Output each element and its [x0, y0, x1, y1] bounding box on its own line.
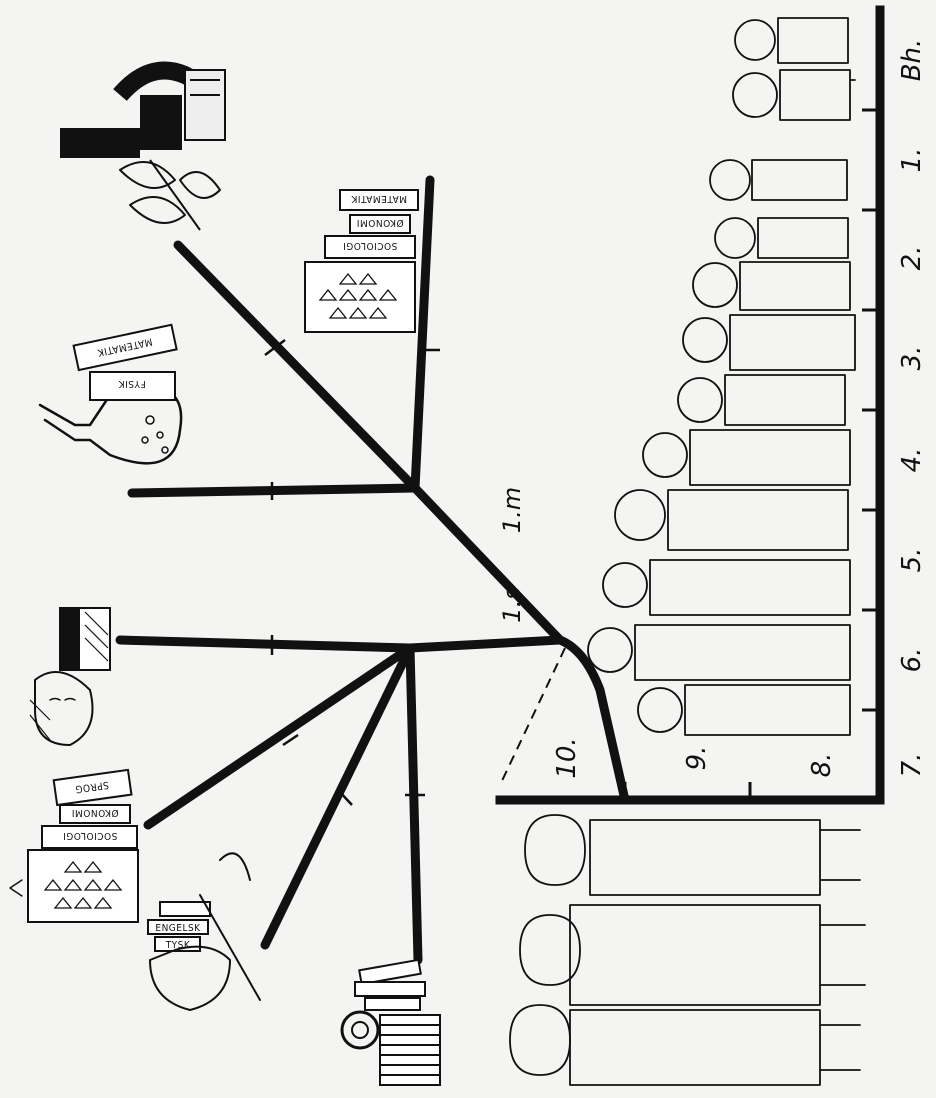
student-figure	[509, 1004, 861, 1086]
branch-label-hf: 1.m	[498, 487, 526, 533]
trunk-line	[555, 635, 630, 805]
book-sociologi-top	[324, 235, 416, 259]
book-label-sociologi-top: SOCIOLOGI	[343, 240, 398, 251]
social-branch-line	[410, 175, 435, 493]
grade-label-1: 1.	[897, 148, 927, 173]
book-matematik-top	[339, 189, 419, 211]
book-matematik-lab	[72, 323, 178, 372]
hf-branch-line	[410, 483, 565, 645]
student-figure	[519, 904, 866, 1006]
branch-tree	[115, 175, 630, 965]
book-label-engelsk: ENGELSK	[155, 923, 201, 934]
student-branch-line	[260, 643, 415, 950]
book-sociologi-mid	[41, 825, 138, 849]
reading-girl-icon	[29, 607, 111, 746]
grade-label-4: 4.	[897, 448, 927, 473]
grade-label-9: 9.	[682, 746, 712, 771]
grade-label-2: 2.	[897, 246, 927, 271]
grade-label-5: 5.	[897, 548, 927, 573]
diagram-chart-icon-2	[27, 849, 139, 923]
child-figure	[677, 374, 846, 426]
child-figure	[714, 217, 849, 259]
book-label-tysk: TYSK	[165, 940, 191, 951]
book-okonomi-mid	[59, 804, 131, 824]
language-branch-line	[143, 643, 415, 830]
child-figure	[602, 559, 851, 616]
reading-branch-line	[115, 635, 415, 653]
microscope-icon	[60, 61, 226, 231]
grade-label-8: 8.	[807, 753, 837, 778]
children-illustrations	[587, 17, 856, 736]
book-label-matematik-top: MATEMATIK	[350, 193, 407, 204]
child-figure	[642, 429, 851, 486]
child-figure	[734, 17, 849, 64]
student-books-icon: ENGELSK TYSK	[147, 852, 261, 1011]
book-sprog	[52, 768, 133, 807]
book-fysik	[89, 371, 176, 401]
upper-branch-line	[405, 635, 565, 653]
child-figure	[709, 159, 848, 201]
grade-label-3: 3.	[897, 346, 927, 371]
book-label-okonomi-top: ØKONOMI	[356, 217, 403, 229]
child-figure	[682, 314, 856, 371]
diagram-chart-icon	[304, 261, 416, 333]
main-axis	[495, 5, 885, 805]
branch-ticks	[264, 339, 440, 806]
start-label: Bh.	[897, 39, 927, 82]
child-figure	[692, 261, 851, 311]
book-okonomi-top	[349, 214, 411, 234]
student-figure	[524, 814, 861, 896]
dashed-path	[499, 647, 566, 786]
science-branch-line	[173, 240, 420, 493]
child-figure	[637, 684, 851, 736]
lab-branch-line	[127, 483, 420, 498]
book-label-sprog: SPROG	[74, 779, 109, 795]
book-label-okonomi-mid: ØKONOMI	[71, 807, 118, 819]
older-students-illustrations	[509, 814, 866, 1086]
book-stack-top: MATEMATIK ØKONOMI SOCIOLOGI	[304, 189, 419, 333]
child-figure	[587, 624, 851, 681]
grade-label-7: 7.	[897, 753, 927, 778]
column-books-icon	[340, 958, 441, 1086]
axis-labels: Bh. 1. 2. 3. 4. 5. 6. 7. 8. 9. 10.	[552, 39, 927, 779]
book-label-fysik: FYSIK	[118, 378, 146, 389]
child-figure	[732, 69, 856, 121]
grade-label-6: 6.	[897, 648, 927, 673]
book-stack-mid: SPROG ØKONOMI SOCIOLOGI	[9, 768, 139, 923]
child-figure	[614, 489, 849, 551]
book-label-sociologi-mid: SOCIOLOGI	[63, 830, 118, 841]
branch-label-upper: 1.s	[498, 587, 526, 622]
column-branch-line	[405, 643, 423, 965]
grade-label-10: 10.	[552, 737, 582, 778]
book-stack-lab: MATEMATIK FYSIK	[72, 323, 178, 401]
book-engelsk	[147, 919, 209, 935]
